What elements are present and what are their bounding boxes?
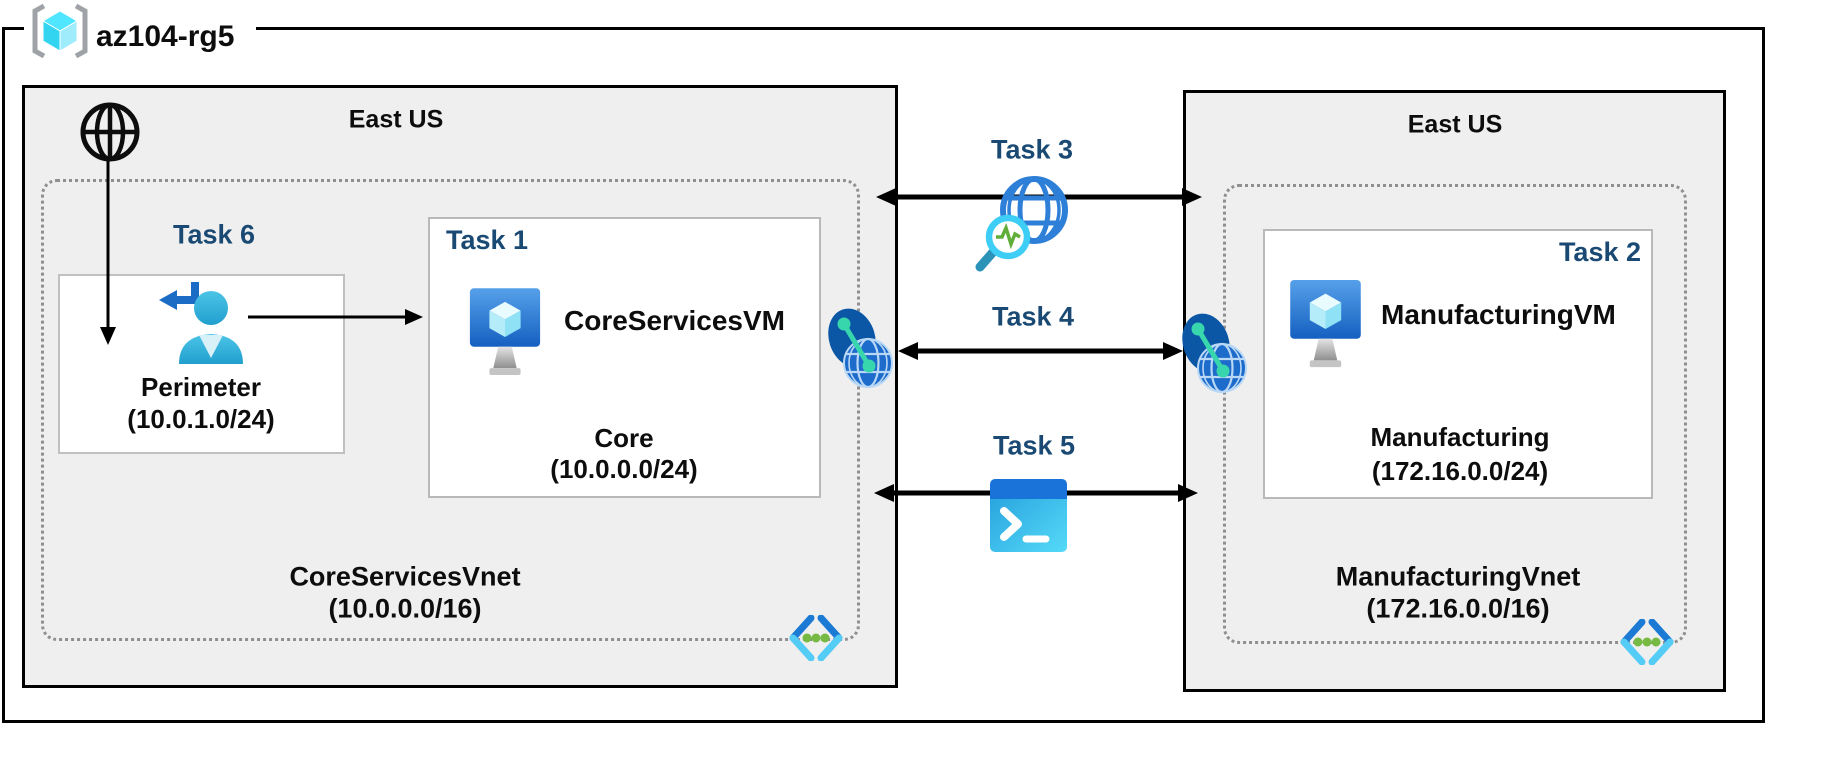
- task3-label: Task 3: [990, 134, 1074, 165]
- manufacturing-vm-label: ManufacturingVM: [1381, 299, 1616, 330]
- manufacturing-vnet-boundary: [1223, 184, 1687, 644]
- cloud-shell-icon: [990, 479, 1067, 552]
- manufacturing-vm-icon: [1285, 278, 1366, 376]
- region-left-east-us: East US Task 6: [22, 85, 898, 688]
- task6-label: Task 6: [172, 219, 256, 250]
- perimeter-subnet-name: Perimeter: [141, 372, 261, 402]
- core-vm-label: CoreServicesVM: [564, 305, 786, 336]
- manufacturing-subnet-cidr: (172.16.0.0/24): [1371, 456, 1549, 486]
- perimeter-subnet-cidr: (10.0.1.0/24): [127, 404, 275, 434]
- region-right-east-us: East US Task 2: [1183, 90, 1726, 692]
- perimeter-subnet-box: Perimeter (10.0.1.0/24): [58, 274, 345, 454]
- vnet-code-icon: [788, 615, 844, 661]
- core-subnet-cidr: (10.0.0.0/24): [550, 454, 698, 484]
- internet-globe-icon: [79, 101, 141, 163]
- user-signin-icon: [151, 282, 243, 366]
- task5-label: Task 5: [992, 430, 1076, 461]
- right-region-location-label: East US: [1407, 110, 1503, 139]
- left-region-location-label: East US: [348, 105, 444, 134]
- resource-group-icon: [28, 4, 92, 58]
- core-services-vnet-boundary: [41, 179, 860, 641]
- task4-label: Task 4: [991, 301, 1075, 332]
- vnet-code-icon-right: [1619, 619, 1675, 665]
- network-watcher-icon: [968, 170, 1072, 278]
- resource-group-label: az104-rg5: [96, 20, 235, 53]
- vnet-peering-icon-left: [828, 306, 894, 394]
- vnet-peering-icon-right: [1182, 311, 1248, 399]
- core-vm-icon: [466, 285, 544, 385]
- task2-label: Task 2: [1558, 237, 1641, 267]
- core-subnet-name: Core: [594, 423, 654, 453]
- resource-group-border-gap: [24, 24, 256, 35]
- core-subnet-box: Task 1: [428, 217, 821, 498]
- manufacturing-vnet-name: ManufacturingVnet: [1335, 561, 1581, 592]
- manufacturing-subnet-box: Task 2: [1263, 229, 1653, 499]
- core-vnet-cidr: (10.0.0.0/16): [328, 593, 482, 624]
- core-vnet-name: CoreServicesVnet: [289, 561, 521, 592]
- task1-label: Task 1: [446, 225, 529, 255]
- manufacturing-vnet-cidr: (172.16.0.0/16): [1366, 593, 1550, 624]
- manufacturing-subnet-name: Manufacturing: [1370, 422, 1550, 452]
